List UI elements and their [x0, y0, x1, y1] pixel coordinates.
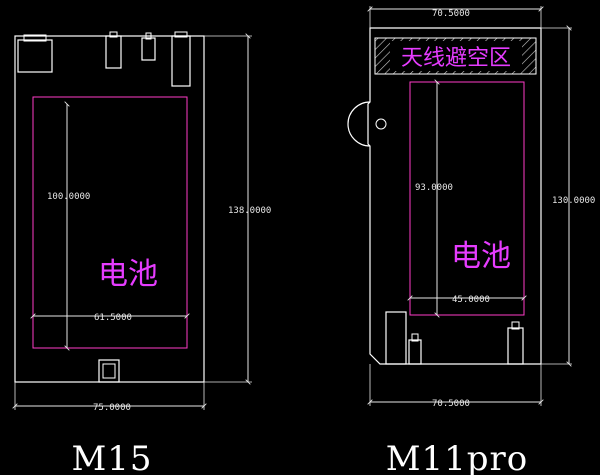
m15-outline	[14, 35, 205, 383]
m15-battery-height-text: 100.0000	[47, 192, 90, 202]
m15-battery-outline	[32, 96, 188, 349]
m15-connector-mid-cap	[109, 31, 118, 38]
m11pro-battery-outline	[409, 81, 525, 316]
m11pro-connector-right-cap	[511, 321, 520, 330]
m11pro-model-label: M11pro	[386, 439, 529, 475]
m11pro-battery-height-text: 93.0000	[415, 183, 453, 193]
m11pro-antenna-label: 天线避空区	[401, 46, 511, 71]
m11pro-battery-label: 电池	[451, 239, 511, 274]
m15-connector-small-cap	[145, 32, 152, 40]
m11pro-knob-hole	[375, 118, 387, 130]
m15-device: 电池 100.0000 61.5000 138.0000 75.0000 M15	[14, 31, 271, 475]
m11pro-connector-mid	[408, 339, 422, 365]
m11pro-device: 天线避空区 电池 93.0000 45.0000 70.5000 130.000…	[347, 6, 595, 475]
m15-connector-right-cap	[174, 31, 188, 38]
m15-battery-label: 电池	[98, 257, 158, 292]
m15-bottom-port-inner	[102, 363, 116, 379]
m11pro-bottom-width-text: 70.5000	[432, 399, 470, 409]
m11pro-antenna-label-bg	[390, 41, 522, 71]
m15-model-label: M15	[71, 439, 152, 475]
m15-connector-left	[17, 39, 53, 73]
m11pro-connector-left	[385, 311, 407, 365]
m15-width-text: 75.0000	[93, 403, 131, 413]
m15-connector-left-cap	[23, 34, 47, 42]
m15-connector-small	[141, 37, 156, 61]
m15-connector-mid	[105, 35, 122, 69]
m11pro-knob	[347, 101, 371, 147]
m11pro-connector-right	[507, 327, 524, 365]
m11pro-battery-width-text: 45.0000	[452, 295, 490, 305]
m15-bottom-port	[98, 359, 120, 383]
m15-height-text: 138.0000	[228, 206, 271, 216]
m15-battery-width-text: 61.5000	[94, 313, 132, 323]
m11pro-outline	[367, 27, 542, 365]
m11pro-top-width-text: 70.5000	[432, 9, 470, 19]
m11pro-height-text: 130.0000	[552, 196, 595, 206]
m15-connector-right	[171, 35, 191, 87]
m11pro-connector-mid-cap	[411, 333, 419, 342]
